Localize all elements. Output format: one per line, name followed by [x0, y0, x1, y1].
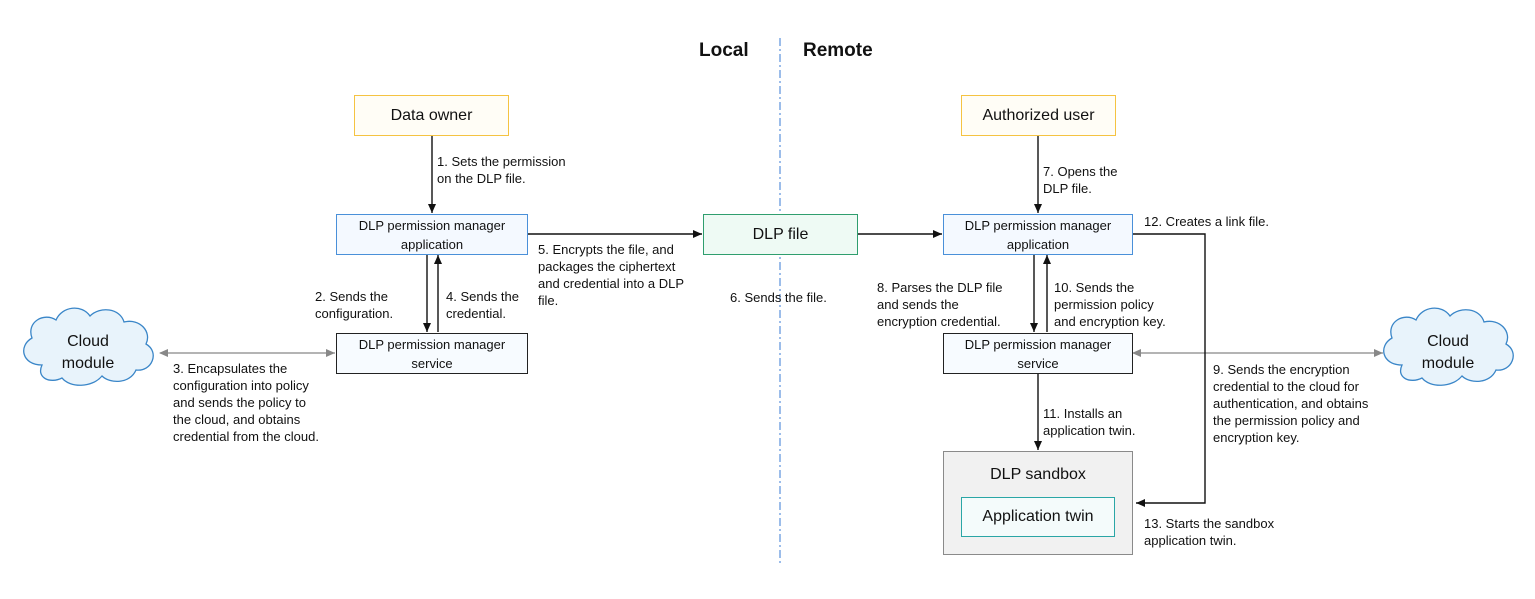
application-twin-box: Application twin [961, 497, 1115, 537]
step-13-label: 13. Starts the sandbox application twin. [1144, 516, 1275, 548]
heading-local: Local [699, 40, 749, 61]
heading-remote: Remote [803, 40, 873, 61]
step-11-label: 11. Installs an application twin. [1043, 406, 1136, 438]
step-3-label: 3. Encapsulates the configuration into p… [173, 361, 319, 444]
cloud-left-shape [23, 307, 154, 386]
step-12-label: 12. Creates a link file. [1144, 214, 1270, 229]
cloud-module-left-label: Cloud module [61, 333, 115, 372]
step-8-label: 8. Parses the DLP file and sends the enc… [877, 280, 1003, 329]
data-owner-box: Data owner [354, 95, 509, 136]
dlp-file-box: DLP file [703, 214, 858, 255]
step-5-label: 5. Encrypts the file, and packages the c… [538, 242, 684, 308]
authorized-user-box: Authorized user [961, 95, 1116, 136]
step-2-label: 2. Sends the configuration. [315, 289, 394, 321]
arrow-step-12-13 [1133, 233, 1206, 507]
step-4-label: 4. Sends the credential. [446, 289, 519, 321]
step-1-label: 1. Sets the permission on the DLP file. [437, 154, 566, 186]
dlp-sandbox-title: DLP sandbox [990, 466, 1086, 483]
step-10-label: 10. Sends the permission policy and encr… [1054, 280, 1166, 329]
step-7-label: 7. Opens the DLP file. [1043, 164, 1118, 196]
local-permission-manager-service: DLP permission manager service [336, 333, 528, 374]
cloud-module-right-label: Cloud module [1421, 333, 1475, 372]
step-6-label: 6. Sends the file. [730, 290, 827, 305]
remote-permission-manager-app: DLP permission manager application [943, 214, 1133, 255]
remote-permission-manager-service: DLP permission manager service [943, 333, 1133, 374]
cloud-right-shape [1383, 307, 1514, 386]
step-9-label: 9. Sends the encryption credential to th… [1213, 362, 1369, 445]
local-permission-manager-app: DLP permission manager application [336, 214, 528, 255]
